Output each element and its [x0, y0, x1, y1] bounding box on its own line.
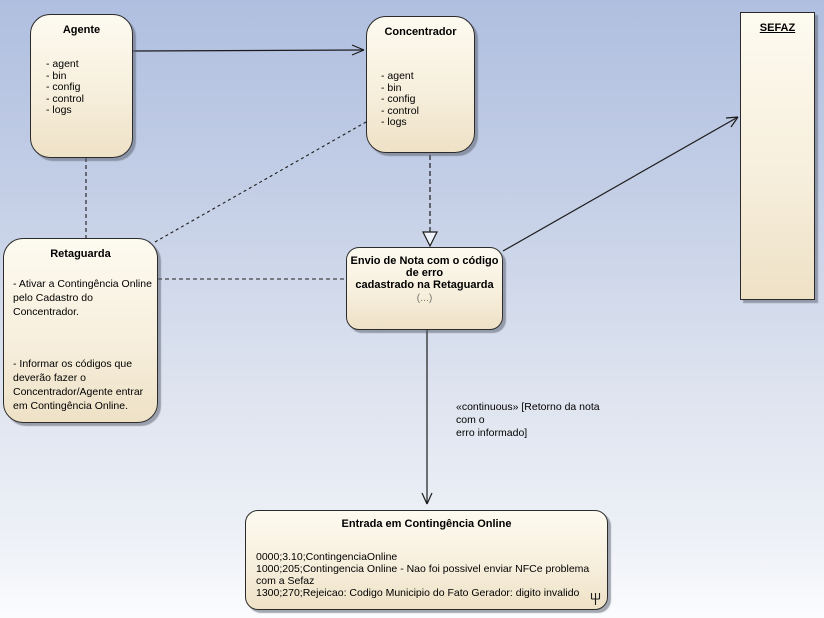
node-title: Entrada em Contingência Online — [341, 518, 512, 530]
list-item: - agent — [46, 58, 79, 70]
list-item: - bin — [46, 69, 67, 82]
connector-envio-entrada[interactable] — [421, 330, 433, 505]
code-line: 1000;205;Contingencia Online - Nao foi p… — [256, 563, 590, 587]
list-item: - config — [381, 93, 416, 105]
connector-envio-sefaz[interactable] — [502, 116, 739, 252]
list-item: - bin — [381, 81, 402, 94]
node-title: Concentrador — [384, 26, 457, 38]
collapsed-content-indicator: (...) — [416, 292, 433, 304]
label-line: erro informado] — [456, 427, 528, 439]
code-line: 1300;270;Rejeicao: Codigo Municipio do F… — [256, 587, 580, 599]
rake-icon — [590, 593, 601, 605]
node-title: Retaguarda — [50, 248, 111, 260]
connector-label-continuous: «continuous» [Retorno da nota com o erro… — [456, 401, 606, 440]
node-title: Envio de Nota com o código de erro cadas… — [347, 248, 502, 291]
code-line: 0000;3.10;ContingenciaOnline — [256, 551, 398, 563]
retaguarda-paragraph-2: - Informar os códigos que deverão fazer … — [4, 319, 157, 413]
node-envio-de-nota[interactable]: Envio de Nota com o código de erro cadas… — [346, 247, 503, 330]
node-retaguarda[interactable]: Retaguarda - Ativar a Contingência Onlin… — [3, 238, 158, 423]
list-item: - control — [46, 92, 84, 105]
concentrador-items: - agent - bin - config - control - logs — [367, 38, 474, 129]
connector-concentrador-envio[interactable] — [422, 155, 438, 248]
text-line: - Informar os códigos que — [13, 358, 133, 370]
connector-retaguarda-concentrador[interactable] — [154, 121, 367, 243]
list-item: - agent — [381, 70, 414, 82]
node-title: SEFAZ — [759, 22, 796, 34]
node-agente[interactable]: Agente - agent - bin - config - control … — [30, 14, 133, 158]
retaguarda-paragraph-1: - Ativar a Contingência Online pelo Cada… — [4, 260, 157, 319]
list-item: - config — [46, 81, 81, 93]
text-line: deverão fazer o — [13, 372, 86, 384]
text-line: pelo Cadastro do — [13, 292, 93, 304]
label-line: «continuous» [Retorno da nota com o — [456, 401, 600, 426]
node-concentrador[interactable]: Concentrador - agent - bin - config - co… — [366, 16, 475, 153]
list-item: - logs — [46, 104, 72, 116]
text-line: - Ativar a Contingência Online — [13, 278, 152, 290]
node-title: Agente — [62, 24, 101, 36]
list-item: - logs — [381, 116, 407, 128]
text-line: Concentrador. — [13, 306, 79, 318]
list-item: - control — [381, 104, 419, 117]
agente-items: - agent - bin - config - control - logs — [31, 36, 132, 117]
title-line: Envio de Nota com o código de erro — [350, 255, 499, 279]
entrada-code-lines: 0000;3.10;ContingenciaOnline 1000;205;Co… — [246, 530, 607, 599]
node-sefaz[interactable]: SEFAZ — [740, 12, 815, 300]
connector-agente-concentrador[interactable] — [132, 44, 365, 56]
text-line: em Contingência Online. — [13, 400, 128, 412]
text-line: Concentrador/Agente entrar — [13, 386, 144, 398]
node-entrada-contingencia[interactable]: Entrada em Contingência Online 0000;3.10… — [245, 510, 608, 610]
title-line: cadastrado na Retaguarda — [355, 279, 494, 291]
